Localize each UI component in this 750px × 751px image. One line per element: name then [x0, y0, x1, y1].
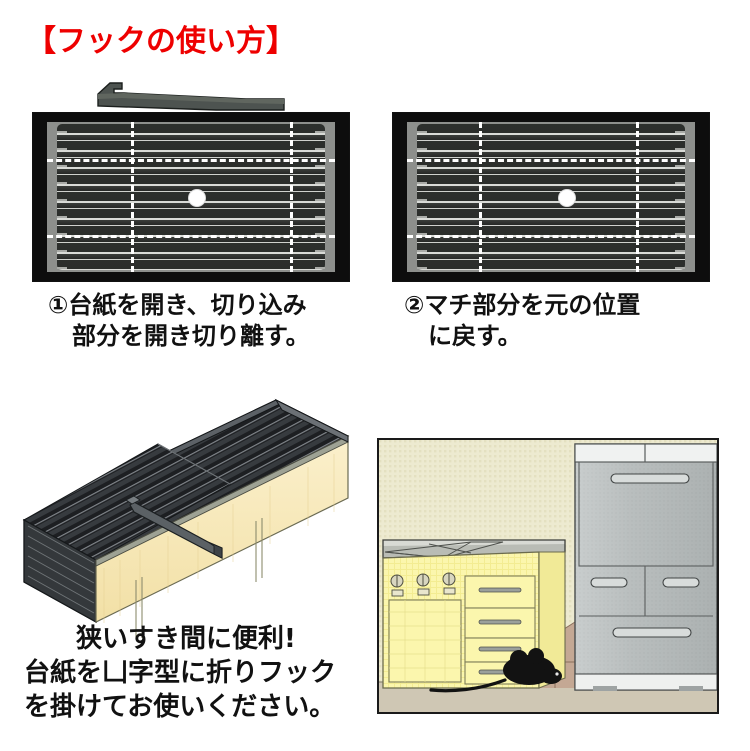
hook-tab-icon — [97, 82, 285, 111]
rat-icon — [429, 648, 562, 693]
hook-strip-tip — [207, 541, 223, 559]
top-notch-center — [485, 113, 495, 119]
flute-ends-left — [57, 122, 68, 272]
step-2-caption: ②マチ部分を元の位置 に戻す。 — [404, 291, 641, 350]
step-1-illustration — [32, 82, 350, 282]
hook-strip-notch — [125, 495, 141, 505]
hanging-hole — [559, 190, 576, 206]
perforation-line-bottom — [47, 235, 335, 238]
cabinet-side — [539, 552, 565, 688]
bottom-notch-right — [635, 272, 649, 281]
perforation-line-right — [290, 122, 294, 272]
page-title: 【フックの使い方】 — [26, 24, 296, 59]
flute-ends-right — [674, 122, 685, 272]
board-corrugated-area — [47, 122, 335, 272]
fridge-foot-right — [679, 686, 703, 691]
u-right-flap-rim — [274, 398, 349, 443]
flute-ends-right — [314, 122, 325, 272]
perforation-line-left — [479, 122, 483, 272]
perforation-line-bottom — [407, 235, 695, 238]
cabinet-drawers — [464, 575, 536, 685]
bottom-notch-left — [479, 272, 493, 281]
fridge-foot-left — [593, 686, 617, 691]
perforation-line-top — [407, 159, 695, 162]
flute-ends-left — [417, 122, 428, 272]
hanging-hole — [189, 190, 206, 206]
fridge-mid-right-handle — [662, 577, 700, 588]
u-left-panel-lines — [27, 525, 95, 614]
u-fold-illustration — [8, 392, 368, 641]
kitchen-scene-illustration — [377, 438, 719, 714]
step-1-caption: ①台紙を開き、切り込み 部分を開き切り離す。 — [48, 291, 310, 350]
board-corrugated-area — [407, 122, 695, 272]
oven-texture — [389, 600, 461, 682]
bottom-notch-right — [289, 272, 303, 281]
fridge-mid-left-handle — [590, 577, 628, 588]
usage-caption: 狭いすき間に便利! 台紙を凵字型に折りフック を掛けてお使いください。 — [24, 624, 337, 722]
perforation-line-top — [47, 159, 335, 162]
perforation-line-right — [636, 122, 640, 272]
u-tan-texture — [103, 454, 335, 623]
u-front-fold-lines — [135, 518, 263, 641]
fridge-lower-handle — [612, 627, 692, 638]
board-body — [32, 112, 350, 282]
fridge-top-trim — [574, 443, 718, 463]
stove-knobs — [390, 572, 456, 597]
corrugation-pattern — [417, 124, 685, 270]
step-2-illustration — [392, 112, 710, 282]
bottom-notch-left — [131, 272, 145, 281]
board-body — [392, 112, 710, 282]
u-inner-score-line — [157, 443, 231, 485]
fridge-upper-handle — [610, 473, 690, 484]
perforation-line-left — [131, 122, 135, 272]
